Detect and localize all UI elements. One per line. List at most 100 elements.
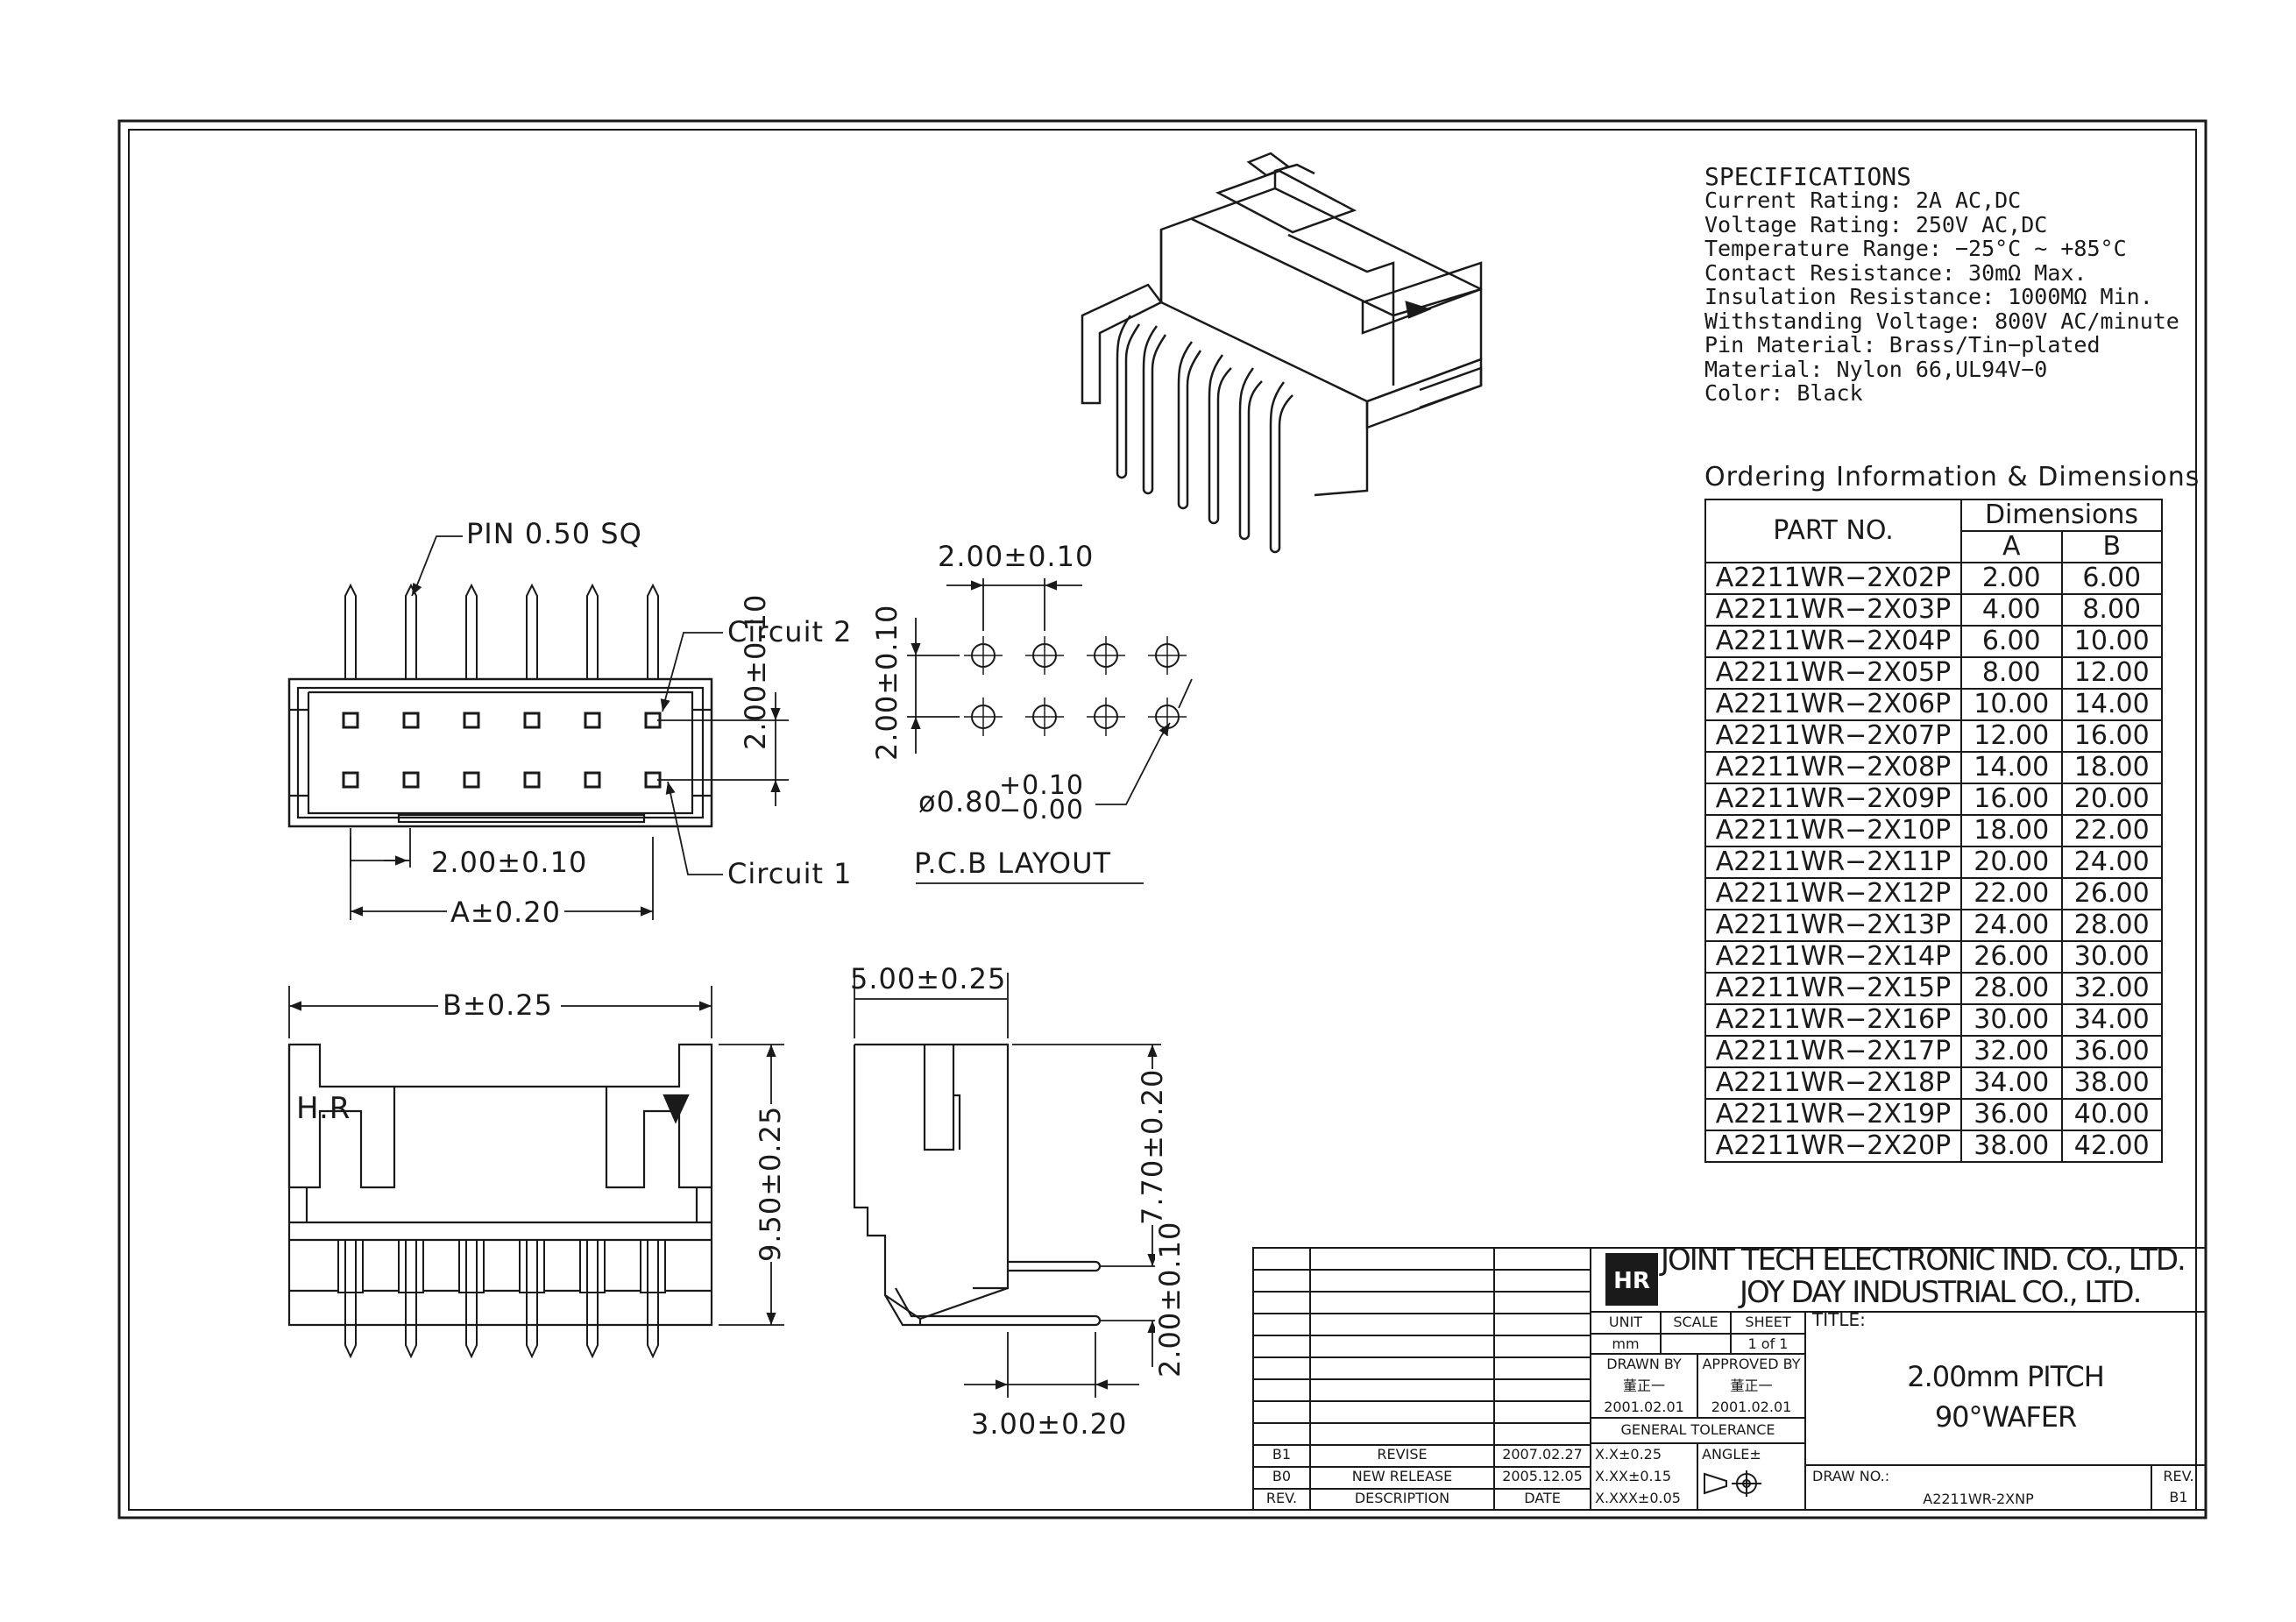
drawing-number-label: DRAW NO.: — [1812, 1468, 1890, 1484]
col-a-header: A — [1960, 530, 2063, 563]
spec-line: Contact Resistance: 30mΩ Max. — [1704, 259, 2087, 286]
front-pin — [519, 1239, 545, 1359]
title-line-1: 2.00mm PITCH — [1907, 1360, 2105, 1393]
pin — [463, 583, 480, 789]
front-pin — [398, 1239, 424, 1359]
dim-a-cell: 2.00 — [1960, 562, 2063, 595]
revision-date: 2005.12.05 — [1502, 1468, 1583, 1484]
dim-a-cell: 14.00 — [1960, 751, 2063, 784]
dim-b-cell: 24.00 — [2060, 846, 2163, 879]
part-number-cell: A2211WR−2X15P — [1704, 972, 1962, 1005]
dim-a-cell: 38.00 — [1960, 1130, 2063, 1163]
dim-b-cell: 18.00 — [2060, 751, 2163, 784]
pcb-hole-diameter: ø0.80 — [918, 785, 1003, 818]
dim-b-cell: 6.00 — [2060, 562, 2163, 595]
dimension-depth: 5.00±0.25 — [850, 962, 1007, 995]
dim-a-cell: 4.00 — [1960, 593, 2063, 627]
specifications-title: SPECIFICATIONS — [1704, 162, 1912, 191]
dim-a-cell: 24.00 — [1960, 909, 2063, 942]
approved-date: 2001.02.01 — [1711, 1399, 1792, 1415]
dim-a-cell: 28.00 — [1960, 972, 2063, 1005]
pcb-hole — [1025, 698, 1064, 736]
dim-b-cell: 20.00 — [2060, 783, 2163, 816]
revision-date: DATE — [1524, 1490, 1561, 1506]
part-number-cell: A2211WR−2X09P — [1704, 783, 1962, 816]
drawn-by-name: 董正一 — [1622, 1378, 1665, 1394]
rev-value: B1 — [2169, 1489, 2188, 1505]
front-pin — [337, 1239, 364, 1359]
revision-rev: B0 — [1272, 1468, 1292, 1484]
dim-a-cell: 26.00 — [1960, 940, 2063, 974]
dim-a-cell: 34.00 — [1960, 1066, 2063, 1100]
svg-text:HR: HR — [1613, 1268, 1650, 1294]
drawing-number: A2211WR-2XNP — [1923, 1491, 2034, 1507]
drawn-date: 2001.02.01 — [1604, 1399, 1684, 1415]
dim-b-cell: 22.00 — [2060, 814, 2163, 847]
revision-desc: REVISE — [1377, 1446, 1428, 1463]
part-number-cell: A2211WR−2X20P — [1704, 1130, 1962, 1163]
part-number-cell: A2211WR−2X13P — [1704, 909, 1962, 942]
pin — [523, 583, 541, 789]
part-number-cell: A2211WR−2X14P — [1704, 940, 1962, 974]
revision-desc: NEW RELEASE — [1351, 1468, 1453, 1484]
outer-border — [117, 119, 2207, 1519]
angle-label: ANGLE± — [1702, 1446, 1761, 1463]
dimension-b: B±0.25 — [443, 988, 554, 1022]
pcb-pitch-top: 2.00±0.10 — [938, 540, 1095, 573]
spec-line: Withstanding Voltage: 800V AC/minute — [1704, 308, 2179, 334]
pcb-pitch-left: 2.00±0.10 — [870, 604, 904, 761]
circuit-2-label: Circuit 2 — [727, 615, 853, 648]
dim-b-cell: 30.00 — [2060, 940, 2163, 974]
dim-b-cell: 14.00 — [2060, 688, 2163, 721]
title-label: TITLE: — [1812, 1309, 1866, 1330]
dim-a-cell: 10.00 — [1960, 688, 2063, 721]
dim-a-cell: 36.00 — [1960, 1098, 2063, 1131]
pin-note-label: PIN 0.50 SQ — [466, 517, 642, 550]
drawn-by-label: DRAWN BY — [1606, 1356, 1682, 1372]
tolerance-1: X.X±0.25 — [1595, 1446, 1662, 1463]
unit-value: mm — [1612, 1335, 1640, 1352]
dim-b-cell: 26.00 — [2060, 877, 2163, 910]
part-number-cell: A2211WR−2X07P — [1704, 719, 1962, 753]
front-pin — [458, 1239, 485, 1359]
dim-a-cell: 12.00 — [1960, 719, 2063, 753]
part-number-cell: A2211WR−2X08P — [1704, 751, 1962, 784]
spec-line: Color: Black — [1704, 380, 1863, 406]
dim-b-cell: 12.00 — [2060, 656, 2163, 690]
company-logo-icon: HR — [1605, 1253, 1658, 1306]
part-number-cell: A2211WR−2X02P — [1704, 562, 1962, 595]
part-number-cell: A2211WR−2X11P — [1704, 846, 1962, 879]
dim-a-cell: 16.00 — [1960, 783, 2063, 816]
dim-a-cell: 18.00 — [1960, 814, 2063, 847]
sheet-value: 1 of 1 — [1747, 1335, 1789, 1352]
dimension-a: A±0.20 — [447, 897, 564, 927]
tolerance-2: X.XX±0.15 — [1595, 1468, 1671, 1484]
iso-view — [1081, 152, 1483, 554]
unit-label: UNIT — [1608, 1314, 1643, 1330]
pcb-hole-tol-minus: −0.00 — [999, 795, 1084, 825]
pitch-dimension-h: 2.00±0.10 — [431, 846, 588, 879]
front-pin — [640, 1239, 666, 1359]
scale-label: SCALE — [1673, 1314, 1718, 1330]
dim-a-cell: 32.00 — [1960, 1035, 2063, 1068]
title-line-2: 90°WAFER — [1934, 1400, 2077, 1434]
dimension-7-70: 7.70±0.20 — [1136, 1068, 1169, 1225]
part-number-cell: A2211WR−2X05P — [1704, 656, 1962, 690]
revision-rev: REV. — [1265, 1490, 1298, 1506]
pin — [402, 583, 420, 789]
dim-a-cell: 22.00 — [1960, 877, 2063, 910]
